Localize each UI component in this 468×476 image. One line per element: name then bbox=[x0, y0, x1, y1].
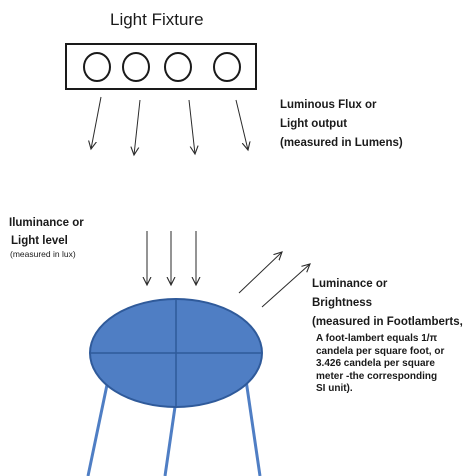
flux-arrow-1 bbox=[91, 96, 102, 149]
flux-label: Luminous Flux or Light output (measured … bbox=[280, 96, 403, 153]
bulb-1 bbox=[83, 52, 111, 82]
luminance-note-line-4: meter -the corresponding bbox=[316, 370, 438, 382]
table-leg-right bbox=[244, 379, 262, 476]
luminance-label-line-2: Brightness bbox=[312, 297, 373, 309]
bulb-4 bbox=[213, 52, 241, 82]
luminance-label-line-3: (measured in Footlamberts, bbox=[312, 316, 463, 328]
table-leg-left bbox=[86, 379, 110, 476]
flux-label-line-3: (measured in Lumens) bbox=[280, 137, 403, 149]
flux-arrow-3 bbox=[188, 99, 195, 154]
luminance-arrow-1 bbox=[238, 252, 282, 294]
illuminance-label-line-2: Light level bbox=[11, 235, 68, 247]
luminance-note-line-1: A foot-lambert equals 1/π bbox=[316, 333, 438, 344]
luminance-note-line-5: SI unit). bbox=[316, 383, 353, 394]
illuminance-label-line-1: Iluminance or bbox=[9, 217, 84, 229]
luminance-label: Luminance or Brightness (measured in Foo… bbox=[312, 275, 463, 332]
illuminance-label-line-3: (measured in lux) bbox=[10, 249, 76, 259]
bulb-3 bbox=[164, 52, 192, 82]
flux-label-line-2: Light output bbox=[280, 118, 348, 130]
bulb-2 bbox=[122, 52, 150, 82]
table-leg-middle bbox=[163, 399, 178, 476]
luminance-label-line-1: Luminance or bbox=[312, 278, 388, 290]
diagram-title: Light Fixture bbox=[110, 10, 204, 29]
luminance-arrow-2 bbox=[261, 264, 310, 308]
flux-arrow-2 bbox=[134, 99, 141, 155]
luminance-note-line-3: 3.426 candela per square bbox=[316, 358, 435, 369]
luminance-note: A foot-lambert equals 1/π candela per sq… bbox=[316, 333, 444, 396]
flux-arrow-4 bbox=[235, 99, 248, 150]
luminance-note-line-2: candela per square foot, or bbox=[316, 345, 445, 357]
flux-label-line-1: Luminous Flux or bbox=[280, 99, 377, 111]
illuminance-label: Iluminance or Light level (measured in l… bbox=[9, 214, 84, 259]
